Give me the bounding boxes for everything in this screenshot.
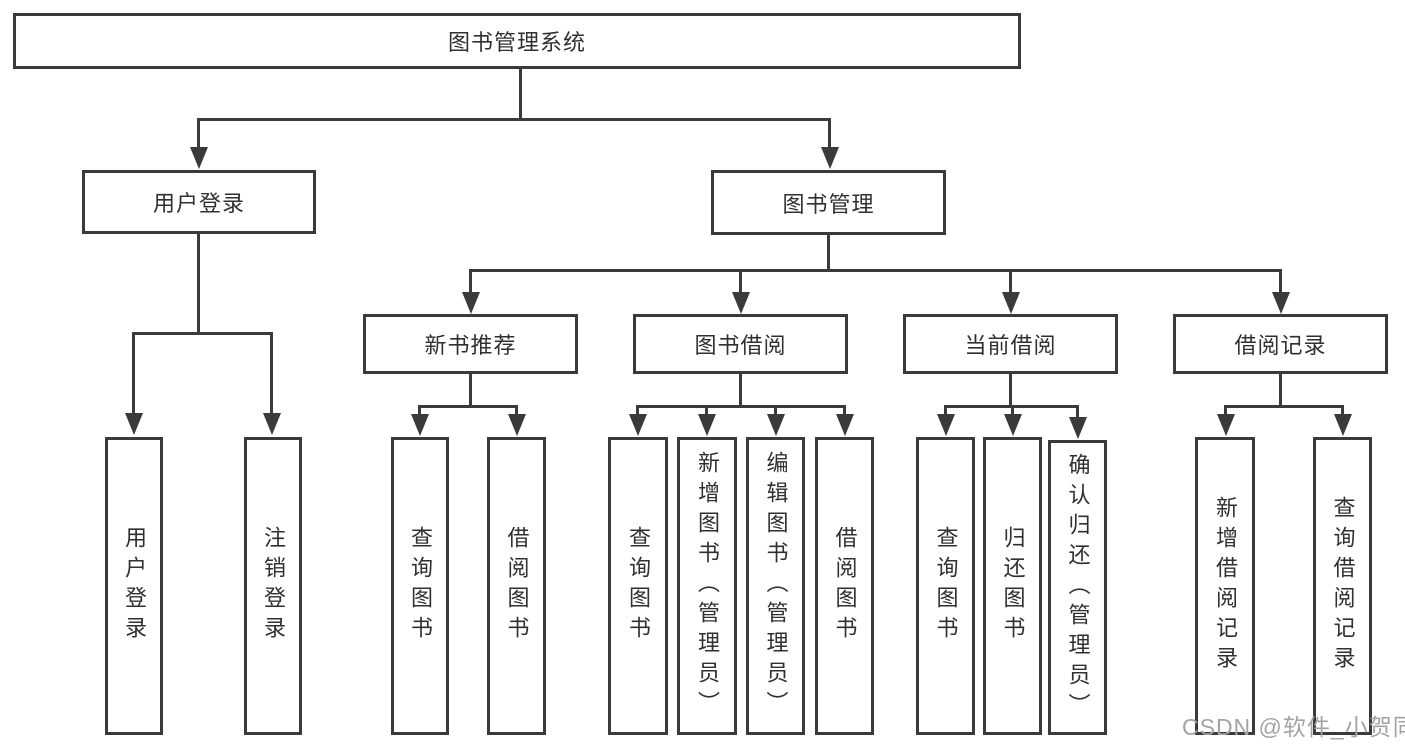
- leaf-add-borrow-record-label: 新增借阅记录: [1213, 496, 1238, 676]
- leaf-user-login: 用户登录: [105, 437, 163, 735]
- connector-line: [515, 405, 518, 416]
- arrowhead-down-icon: [190, 147, 208, 169]
- watermark: CSDN @软件_小贺同学: [1182, 714, 1405, 740]
- connector-line: [270, 332, 273, 415]
- connector-line: [636, 405, 639, 416]
- arrowhead-down-icon: [1069, 417, 1087, 439]
- connector-line: [197, 118, 200, 150]
- arrowhead-down-icon: [732, 292, 750, 314]
- node-current-borrow: 当前借阅: [903, 314, 1118, 374]
- connector-line: [1279, 269, 1282, 295]
- node-new-book-recommend: 新书推荐: [363, 314, 578, 374]
- arrowhead-down-icon: [508, 414, 526, 436]
- leaf-add-books-label: 新增图书（管理员）: [695, 451, 720, 721]
- connector-line: [1224, 405, 1344, 408]
- connector-line: [944, 405, 947, 416]
- arrowhead-down-icon: [937, 414, 955, 436]
- leaf-confirm-return-label: 确认归还（管理员）: [1065, 452, 1091, 723]
- arrowhead-down-icon: [1272, 292, 1290, 314]
- connector-line: [418, 405, 421, 416]
- connector-line: [469, 269, 1282, 272]
- arrowhead-down-icon: [411, 414, 429, 436]
- leaf-query-books-1-label: 查询图书: [408, 526, 433, 646]
- connector-line: [1009, 269, 1012, 295]
- connector-line: [1009, 374, 1012, 408]
- leaf-user-login-label: 用户登录: [122, 526, 147, 646]
- leaf-query-books-2: 查询图书: [608, 437, 668, 735]
- leaf-borrow-books-2-label: 借阅图书: [832, 526, 858, 646]
- leaf-query-books-1: 查询图书: [391, 437, 449, 735]
- connector-line: [739, 374, 742, 408]
- connector-line: [1224, 405, 1227, 416]
- leaf-borrow-books-1: 借阅图书: [487, 437, 546, 735]
- leaf-borrow-books-1-label: 借阅图书: [504, 526, 530, 646]
- node-root-label: 图书管理系统: [447, 30, 586, 55]
- arrowhead-down-icon: [767, 414, 785, 436]
- node-book-borrow: 图书借阅: [633, 314, 848, 374]
- connector-line: [469, 374, 472, 408]
- leaf-query-borrow-record-label: 查询借阅记录: [1330, 496, 1356, 676]
- node-book-borrow-label: 图书借阅: [694, 333, 787, 358]
- connector-line: [1076, 405, 1079, 419]
- leaf-return-books-label: 归还图书: [1000, 526, 1026, 646]
- leaf-confirm-return: 确认归还（管理员）: [1048, 440, 1107, 735]
- arrowhead-down-icon: [1334, 414, 1352, 436]
- arrowhead-down-icon: [1002, 292, 1020, 314]
- connector-line: [132, 332, 135, 415]
- leaf-add-borrow-record: 新增借阅记录: [1195, 437, 1255, 735]
- node-root: 图书管理系统: [13, 13, 1021, 69]
- connector-line: [827, 235, 830, 272]
- leaf-add-books: 新增图书（管理员）: [677, 437, 737, 735]
- leaf-return-books: 归还图书: [983, 437, 1042, 735]
- node-current-borrow-label: 当前借阅: [964, 333, 1057, 358]
- node-new-book-recommend-label: 新书推荐: [424, 333, 517, 358]
- arrowhead-down-icon: [1004, 414, 1022, 436]
- connector-line: [1341, 405, 1344, 416]
- connector-line: [705, 405, 708, 416]
- node-borrow-records-label: 借阅记录: [1234, 333, 1327, 358]
- arrowhead-down-icon: [263, 413, 281, 435]
- node-book-management: 图书管理: [711, 170, 946, 235]
- arrowhead-down-icon: [821, 147, 839, 169]
- arrowhead-down-icon: [698, 414, 716, 436]
- leaf-query-books-2-label: 查询图书: [626, 526, 651, 646]
- leaf-query-books-3: 查询图书: [916, 437, 975, 735]
- leaf-borrow-books-2: 借阅图书: [815, 437, 874, 735]
- leaf-logout-label: 注销登录: [261, 526, 286, 646]
- connector-line: [469, 269, 472, 295]
- connector-line: [636, 405, 846, 408]
- leaf-edit-books: 编辑图书（管理员）: [746, 437, 805, 735]
- leaf-logout: 注销登录: [244, 437, 302, 735]
- connector-line: [1011, 405, 1014, 416]
- connector-line: [197, 118, 831, 121]
- connector-line: [828, 118, 831, 150]
- connector-line: [1279, 374, 1282, 408]
- leaf-query-borrow-record: 查询借阅记录: [1313, 437, 1372, 735]
- connector-line: [418, 405, 518, 408]
- connector-line: [519, 69, 522, 120]
- arrowhead-down-icon: [125, 413, 143, 435]
- node-user-login: 用户登录: [82, 170, 316, 234]
- arrowhead-down-icon: [629, 414, 647, 436]
- connector-line: [774, 405, 777, 416]
- leaf-query-books-3-label: 查询图书: [933, 526, 959, 646]
- connector-line: [132, 332, 273, 335]
- connector-line: [739, 269, 742, 295]
- node-user-login-label: 用户登录: [152, 191, 245, 216]
- connector-line: [843, 405, 846, 416]
- leaf-edit-books-label: 编辑图书（管理员）: [763, 451, 789, 721]
- node-borrow-records: 借阅记录: [1173, 314, 1388, 374]
- connector-line: [197, 234, 200, 335]
- arrowhead-down-icon: [462, 292, 480, 314]
- arrowhead-down-icon: [836, 414, 854, 436]
- arrowhead-down-icon: [1217, 414, 1235, 436]
- node-book-management-label: 图书管理: [782, 191, 875, 217]
